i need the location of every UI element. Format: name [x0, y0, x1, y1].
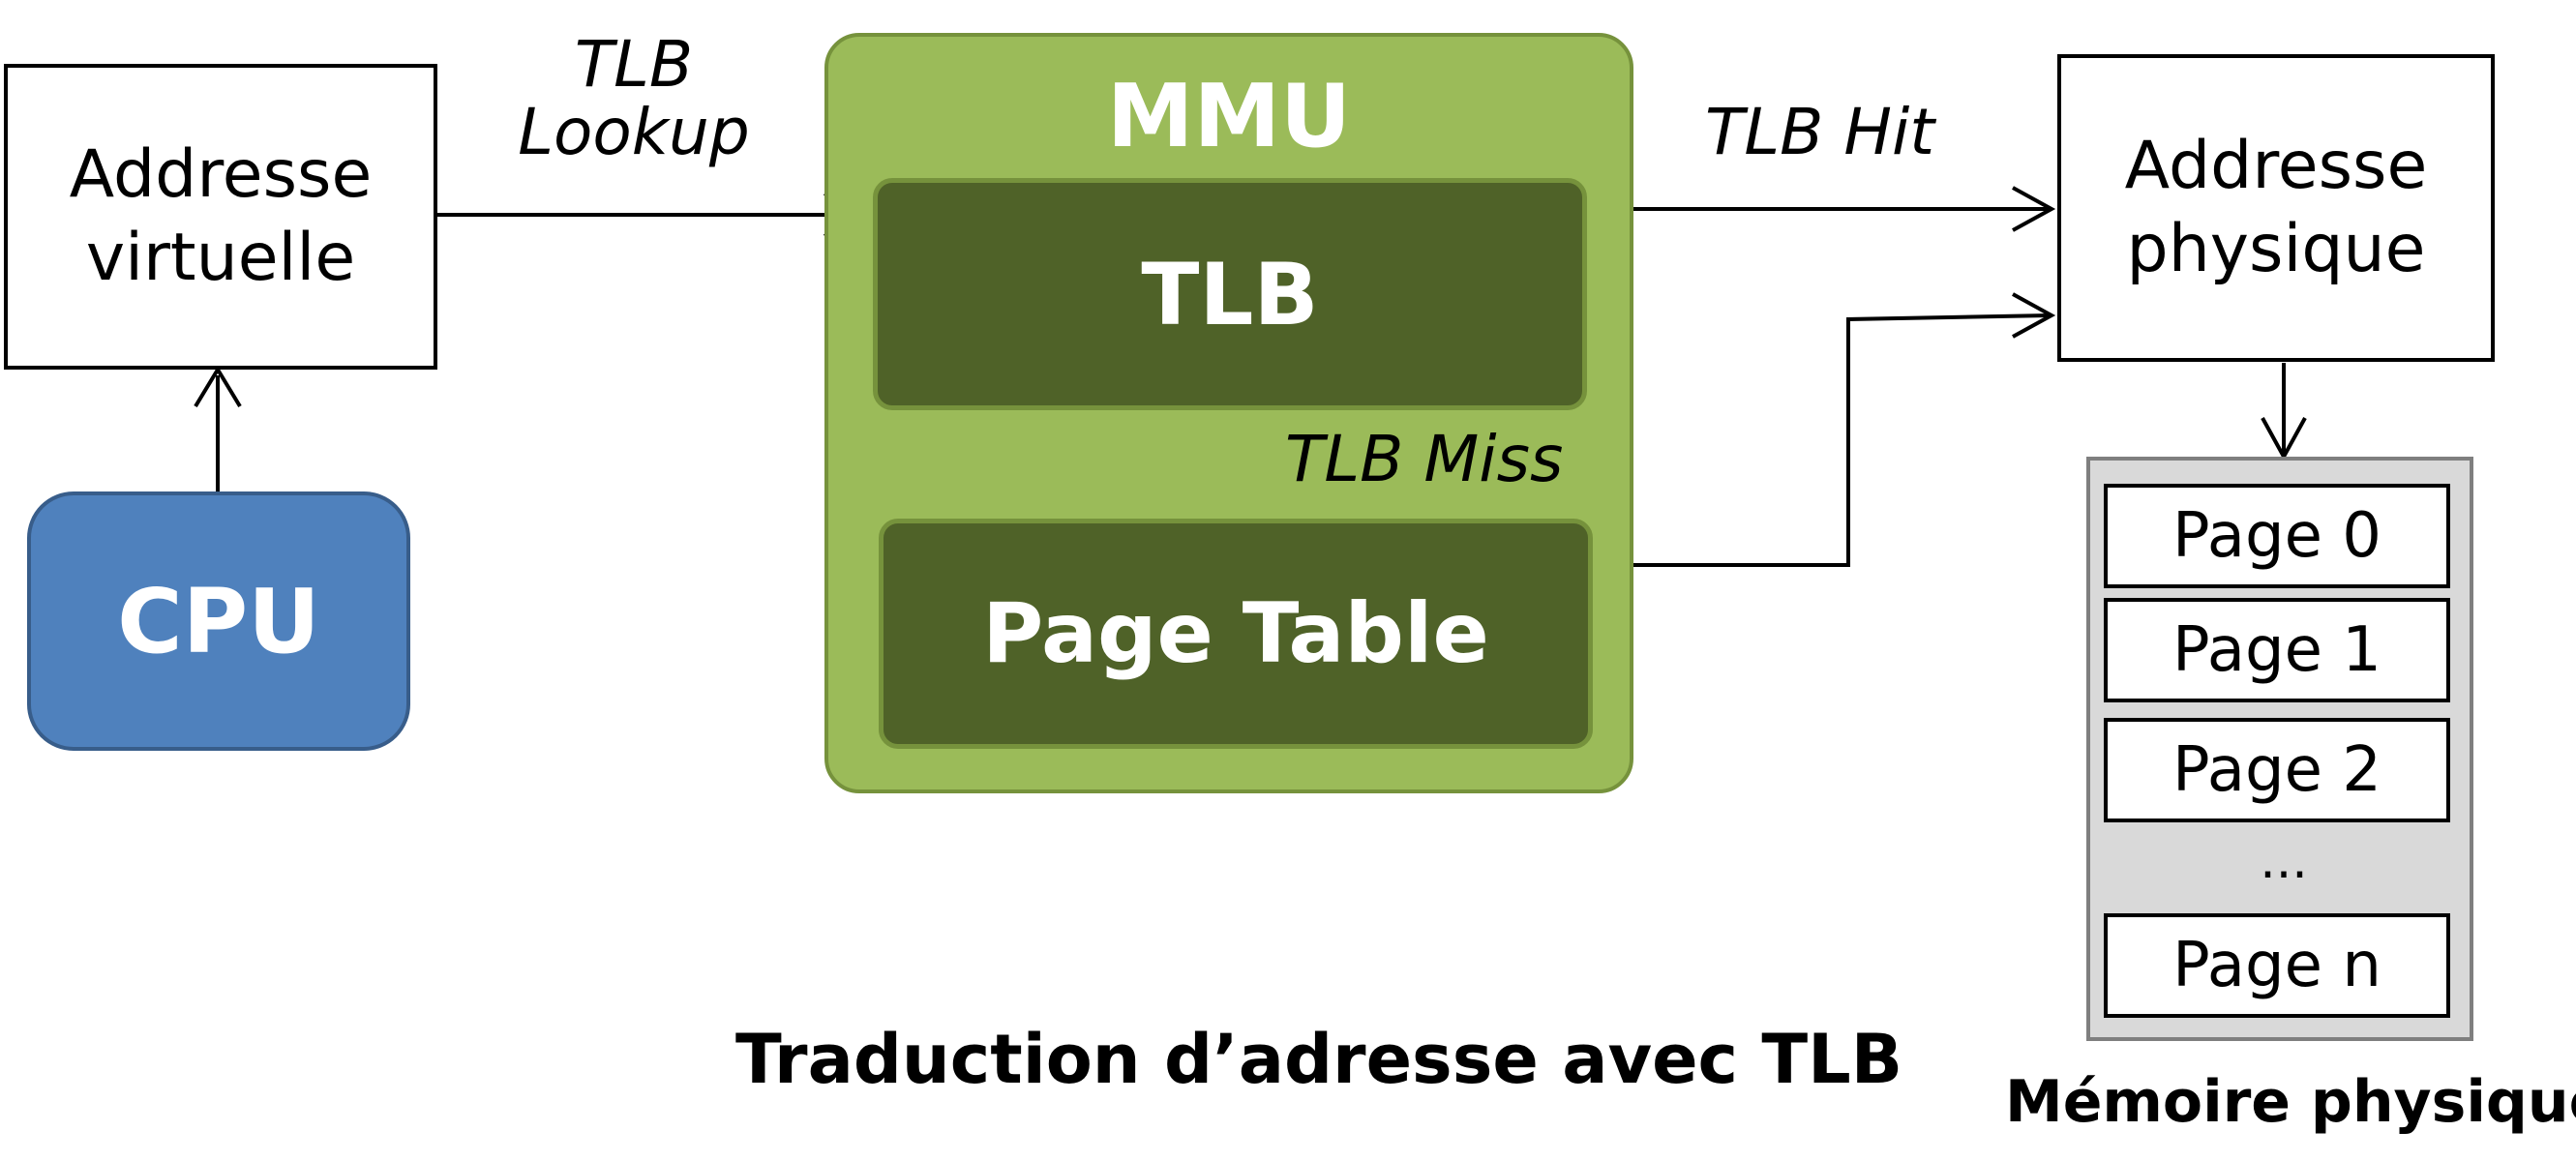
- memory-caption: Mémoire physique: [2005, 1068, 2576, 1136]
- tlb-lookup-label: TLB Lookup: [503, 31, 764, 166]
- memory-page-2: Page 2: [2104, 718, 2450, 822]
- cpu-box: CPU: [27, 491, 410, 751]
- memory-page-n-label: Page n: [2172, 930, 2381, 1001]
- mmu-title: MMU: [1106, 66, 1352, 167]
- memory-page-1: Page 1: [2104, 598, 2450, 702]
- memory-ellipsis: ...: [2260, 832, 2308, 890]
- tlb-box: TLB: [873, 178, 1587, 410]
- physical-address-line1: Addresse: [2124, 128, 2428, 204]
- virtual-address-box: Addresse virtuelle: [4, 64, 437, 370]
- arrowhead-tlb-hit: [2012, 186, 2056, 232]
- cpu-label: CPU: [117, 569, 320, 673]
- memory-page-n: Page n: [2104, 913, 2450, 1018]
- tlb-lookup-line1: TLB: [574, 27, 694, 102]
- arrowhead-cpu-up: [194, 366, 242, 408]
- arrowhead-page-table-to-physical: [2012, 292, 2056, 339]
- tlb-hit-label: TLB Hit: [1705, 95, 1935, 169]
- physical-address-box: Addresse physique: [2057, 54, 2495, 362]
- memory-page-0-label: Page 0: [2172, 500, 2381, 572]
- tlb-label: TLB: [1141, 244, 1319, 344]
- memory-page-0: Page 0: [2104, 484, 2450, 588]
- page-table-box: Page Table: [879, 519, 1593, 749]
- memory-page-1-label: Page 1: [2172, 614, 2381, 686]
- diagram-title: Traduction d’adresse avec TLB: [735, 1020, 1903, 1099]
- virtual-address-line1: Addresse: [69, 136, 373, 213]
- tlb-lookup-line2: Lookup: [518, 95, 750, 169]
- physical-address-line2: physique: [2126, 211, 2426, 287]
- arrow-page-table-to-physical: [1593, 313, 2051, 567]
- virtual-address-line2: virtuelle: [85, 220, 356, 296]
- tlb-miss-label: TLB Miss: [1285, 422, 1564, 496]
- page-table-label: Page Table: [982, 585, 1489, 682]
- memory-page-2-label: Page 2: [2172, 734, 2381, 806]
